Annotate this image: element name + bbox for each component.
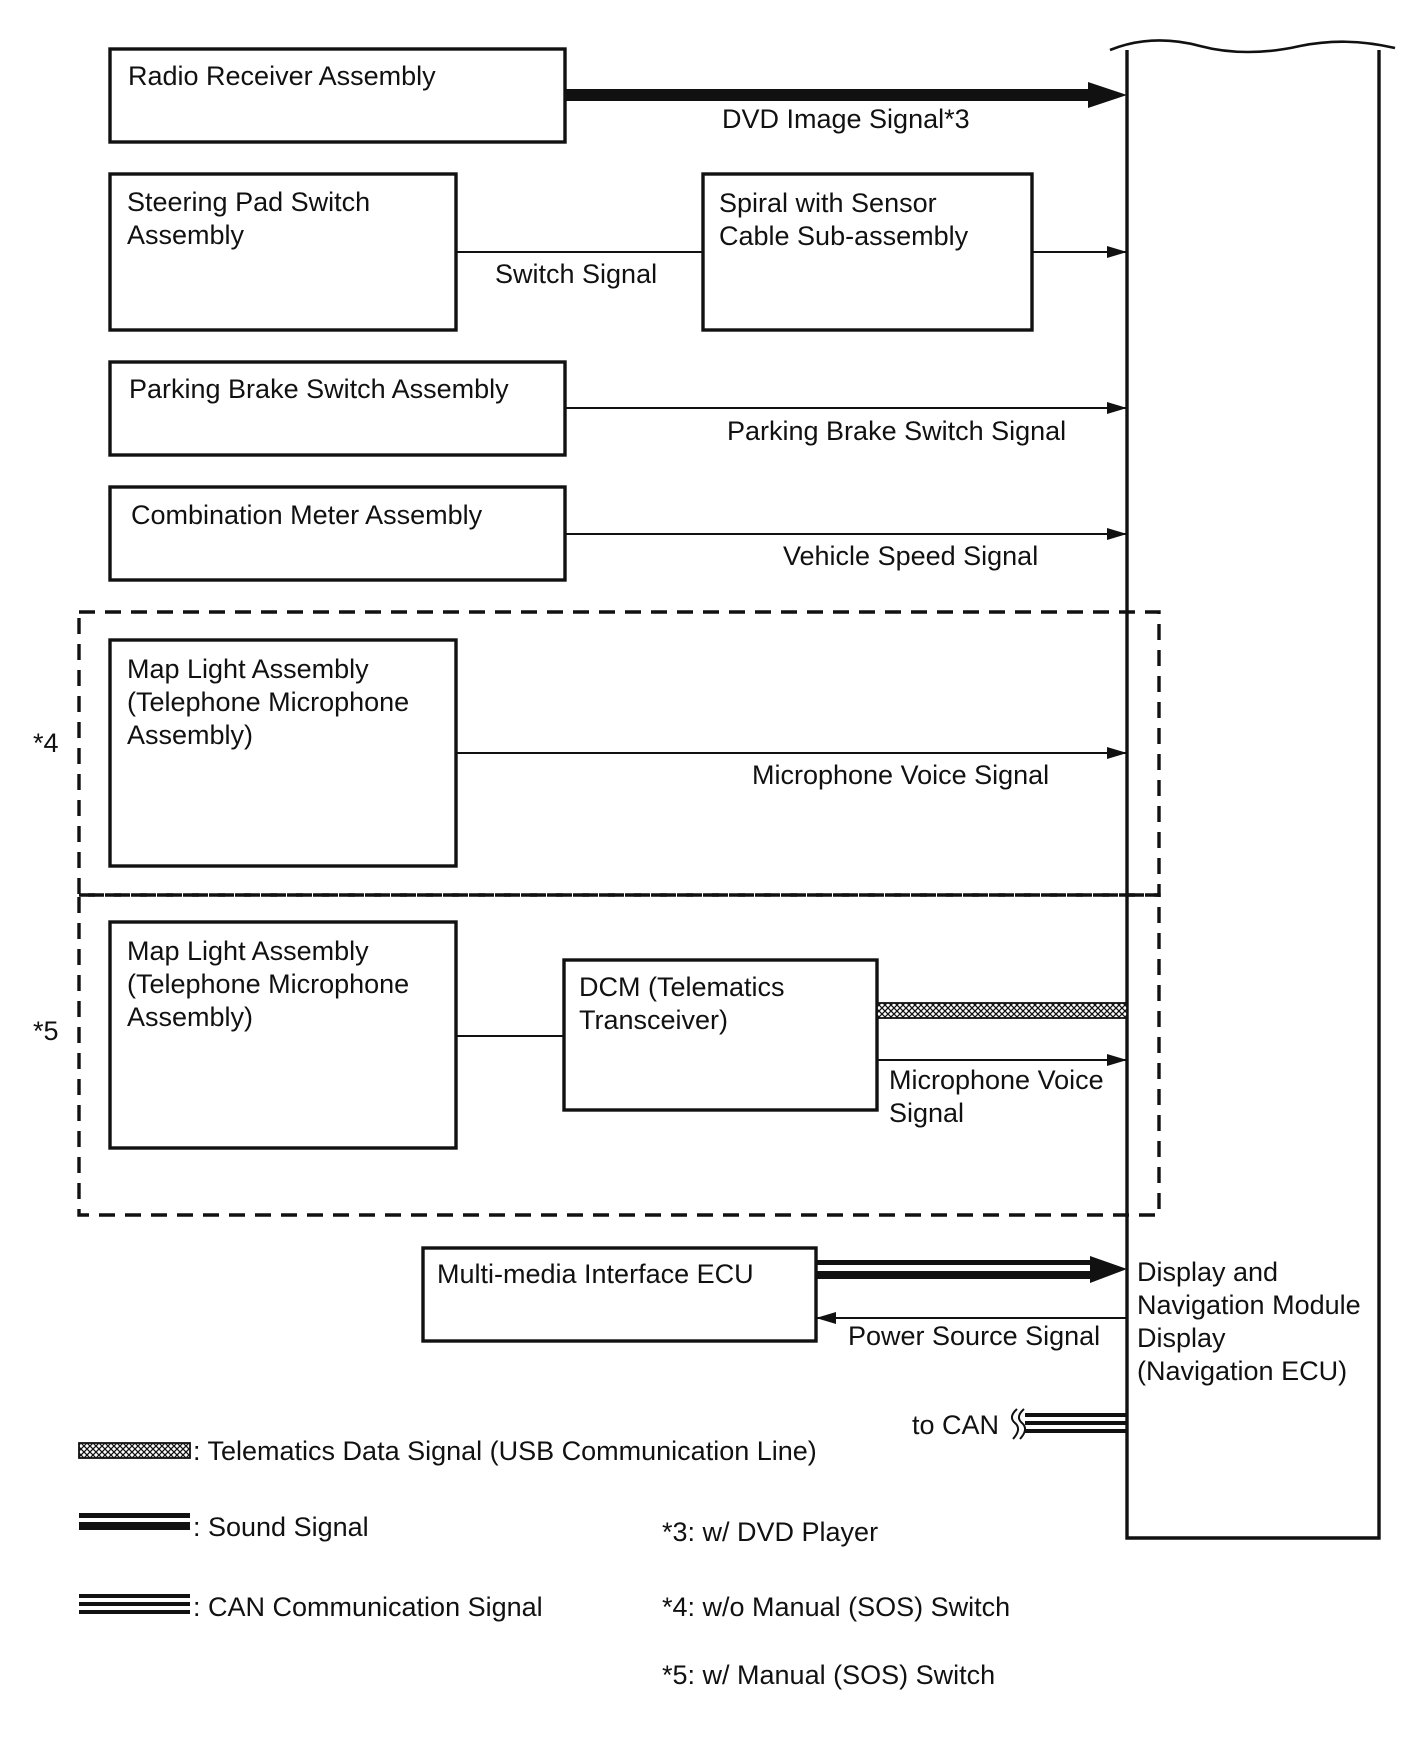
label-line: Microphone Voice <box>889 1065 1104 1095</box>
multimedia-ecu-label: Multi-media Interface ECU <box>437 1259 754 1289</box>
group-5-frame <box>77 893 1161 1217</box>
combination-meter-label: Combination Meter Assembly <box>131 500 483 530</box>
label-line: Signal <box>889 1098 964 1128</box>
legend-sound-label: : Sound Signal <box>193 1512 369 1542</box>
legend: : Telematics Data Signal (USB Communicat… <box>78 1436 817 1622</box>
label-line: Assembly) <box>127 1002 253 1032</box>
legend-sound-swatch <box>79 1513 190 1530</box>
label-line: Cable Sub-assembly <box>719 221 969 251</box>
label-line: Assembly) <box>127 720 253 750</box>
dvd-image-signal-label: DVD Image Signal*3 <box>722 104 970 134</box>
label-line: Assembly <box>127 220 245 250</box>
note-3: *3: w/ DVD Player <box>662 1517 878 1547</box>
group-5-marker: *5 <box>33 1016 59 1046</box>
microphone-4-signal-label: Microphone Voice Signal <box>752 760 1049 790</box>
switch-signal-label: Switch Signal <box>495 259 657 289</box>
parking-brake-label: Parking Brake Switch Assembly <box>129 374 509 404</box>
telematics-data-line <box>876 1002 1128 1019</box>
label-line: Parking Brake Switch Signal <box>727 416 1066 446</box>
label-line: DCM (Telematics <box>579 972 785 1002</box>
group-4-frame <box>77 610 1161 897</box>
to-can-label: to CAN <box>912 1410 999 1440</box>
note-5: *5: w/ Manual (SOS) Switch <box>662 1660 995 1690</box>
label-line: Multi-media Interface ECU <box>437 1259 754 1289</box>
label-line: Power Source Signal <box>848 1321 1100 1351</box>
radio-receiver-label: Radio Receiver Assembly <box>128 61 436 91</box>
cable-break-icon <box>1011 1408 1019 1440</box>
note-4: *4: w/o Manual (SOS) Switch <box>662 1592 1010 1622</box>
vehicle-speed-signal-label: Vehicle Speed Signal <box>783 541 1038 571</box>
combination-meter-block: Combination Meter Assembly <box>108 485 567 582</box>
power-source-signal-label: Power Source Signal <box>848 1321 1100 1351</box>
group-4-marker: *4 <box>33 728 59 758</box>
label-line: Steering Pad Switch <box>127 187 370 217</box>
sound-signal-line <box>816 1256 1127 1283</box>
label-line: Map Light Assembly <box>127 936 369 966</box>
label-line: Switch Signal <box>495 259 657 289</box>
label-line: Display <box>1137 1323 1226 1353</box>
cable-break-icon <box>1018 1408 1026 1440</box>
label-line: to CAN <box>912 1410 999 1440</box>
label-line: Spiral with Sensor <box>719 188 937 218</box>
legend-can-swatch <box>79 1594 190 1614</box>
parking-brake-block: Parking Brake Switch Assembly <box>108 360 567 457</box>
label-line: (Navigation ECU) <box>1137 1356 1347 1386</box>
parking-brake-signal-label: Parking Brake Switch Signal <box>727 416 1066 446</box>
label-line: Transceiver) <box>579 1005 728 1035</box>
dvd-image-signal-line: DVD Image Signal*3 <box>565 82 1127 134</box>
multimedia-ecu-block: Multi-media Interface ECU <box>421 1246 818 1343</box>
label-line: Microphone Voice Signal <box>752 760 1049 790</box>
radio-receiver-block: Radio Receiver Assembly <box>108 47 567 144</box>
label-line: Parking Brake Switch Assembly <box>129 374 509 404</box>
label-line: Radio Receiver Assembly <box>128 61 436 91</box>
label-line: Combination Meter Assembly <box>131 500 483 530</box>
label-line: (Telephone Microphone <box>127 687 409 717</box>
label-line: (Telephone Microphone <box>127 969 409 999</box>
label-line: Map Light Assembly <box>127 654 369 684</box>
label-line: Display and <box>1137 1257 1278 1287</box>
label-line: Navigation Module <box>1137 1290 1361 1320</box>
label-line: DVD Image Signal*3 <box>722 104 970 134</box>
legend-telematics-swatch <box>78 1442 191 1459</box>
can-bus-connection: to CAN <box>912 1408 1127 1440</box>
label-line: Vehicle Speed Signal <box>783 541 1038 571</box>
legend-telematics-label: : Telematics Data Signal (USB Communicat… <box>193 1436 817 1466</box>
notes: *3: w/ DVD Player *4: w/o Manual (SOS) S… <box>662 1517 1010 1690</box>
legend-can-label: : CAN Communication Signal <box>193 1592 543 1622</box>
